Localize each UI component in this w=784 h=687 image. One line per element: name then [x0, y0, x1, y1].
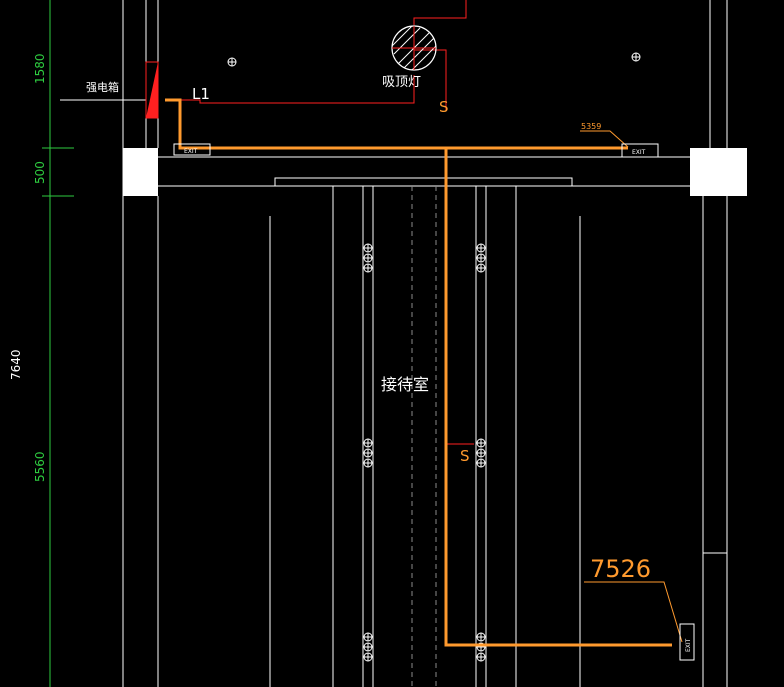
exit-sign-2: EXIT — [621, 143, 659, 158]
exit-sign-3: EXIT — [679, 623, 695, 661]
distance-7526: 7526 — [590, 555, 651, 583]
outlet-stacks — [363, 243, 486, 662]
dimension-7640: 7640 — [9, 349, 23, 380]
switch-label-1: S — [439, 98, 449, 116]
center-dashed-lines — [411, 186, 437, 687]
distribution-panel-box — [145, 61, 159, 119]
route-arrows — [580, 130, 683, 643]
distribution-panel-symbol — [146, 62, 158, 118]
column-left — [123, 148, 158, 196]
room-label: 接待室 — [381, 375, 429, 394]
exit-sign-1-label: EXIT — [184, 148, 198, 155]
distance-5359: 5359 — [581, 122, 601, 131]
ceiling-lamp-label: 吸顶灯 — [382, 75, 421, 90]
panel-label: 强电箱 — [86, 80, 119, 94]
dimension-1580: 1580 — [33, 53, 47, 84]
switch-label-2: S — [460, 447, 470, 465]
fixture-icons — [227, 52, 641, 67]
column-right — [690, 148, 747, 196]
dimension-5560: 5560 — [33, 451, 47, 482]
dimension-column — [42, 0, 74, 687]
evacuation-route — [165, 98, 672, 647]
dimension-500: 500 — [33, 161, 47, 184]
exit-sign-2-label: EXIT — [632, 149, 646, 156]
exit-sign-3-label: EXIT — [685, 638, 692, 652]
wall-lines — [60, 0, 728, 687]
ceiling-lamp-icon — [391, 25, 437, 71]
red-wiring — [180, 0, 474, 445]
exit-sign-1: EXIT — [173, 143, 211, 156]
circuit-label: L1 — [192, 85, 210, 103]
